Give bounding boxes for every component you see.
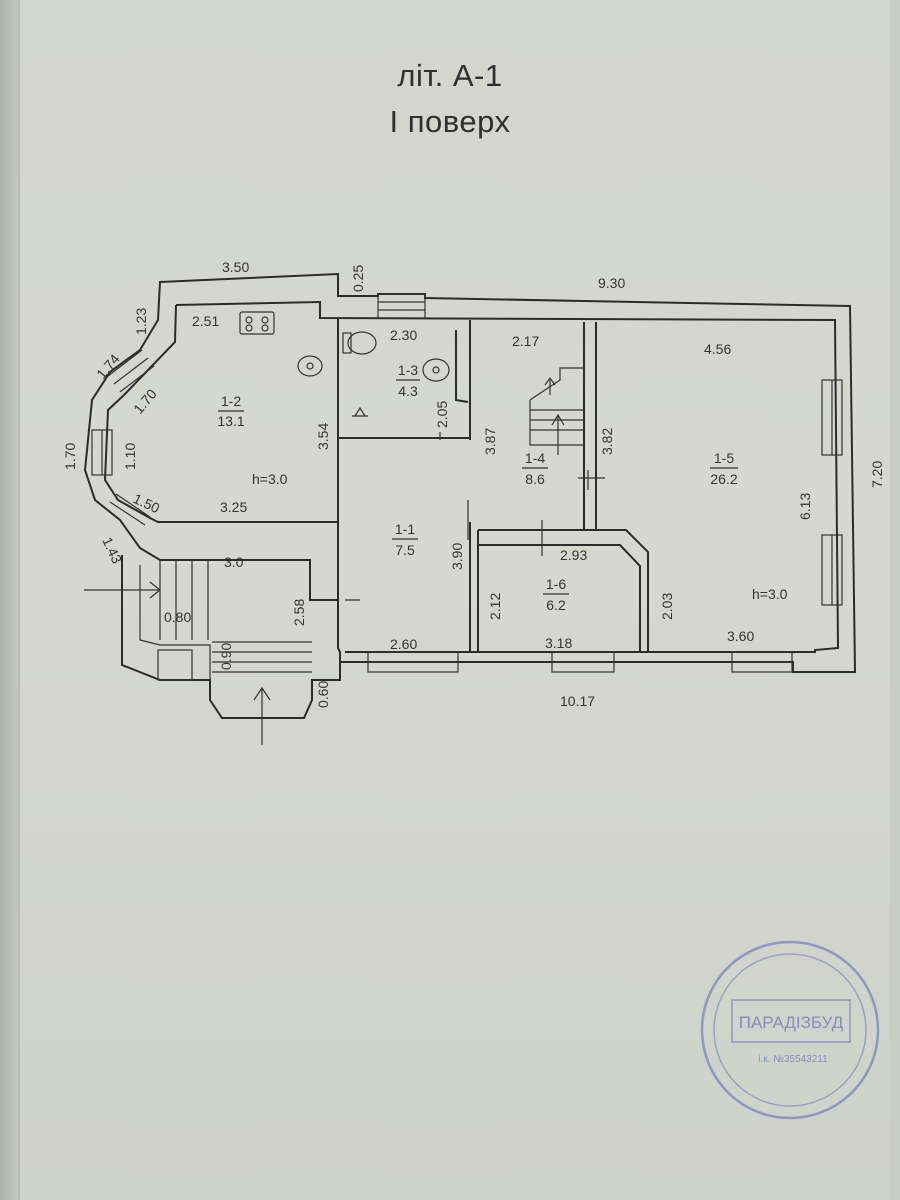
company-stamp: ПАРАДІЗБУД і.к. №35543211 (700, 940, 880, 1120)
room-1-5-number: 1-5 (714, 450, 734, 466)
room-1-4-number: 1-4 (525, 450, 545, 466)
dim-2-51: 2.51 (192, 313, 219, 329)
dim-0-60: 0.60 (315, 681, 331, 708)
room-1-1-area: 7.5 (395, 542, 415, 558)
dim-2-17: 2.17 (512, 333, 539, 349)
dim-6-13: 6.13 (797, 493, 813, 520)
dim-3-25: 3.25 (220, 499, 247, 515)
dim-3-54: 3.54 (315, 423, 331, 450)
dim-1-23: 1.23 (133, 308, 149, 335)
stamp-code: і.к. №35543211 (758, 1054, 828, 1065)
dim-2-60: 2.60 (390, 636, 417, 652)
entrance-stairs (84, 555, 341, 745)
plan-title: літ. А-1 (397, 58, 503, 93)
toilet-icon (347, 331, 377, 355)
windows (91, 293, 843, 673)
room-1-2-number: 1-2 (221, 393, 241, 409)
dim-1-70-inner: 1.70 (130, 386, 160, 417)
room-labels: 1-2 13.1 h=3.0 1-3 4.3 1-4 8.6 1-5 26.2 … (217, 362, 787, 613)
washbasin-icon (422, 358, 450, 382)
floor-title: І поверх (389, 104, 511, 139)
room-1-2-area: 13.1 (217, 413, 244, 429)
dim-3-82: 3.82 (599, 428, 615, 455)
room-1-4-area: 8.6 (525, 471, 545, 487)
dim-9-30: 9.30 (598, 275, 625, 291)
dim-0-25: 0.25 (350, 265, 366, 292)
interior-walls (337, 318, 649, 652)
dim-2-03: 2.03 (659, 593, 675, 620)
room-1-3-area: 4.3 (398, 383, 418, 399)
internal-staircase (529, 367, 584, 455)
dim-3-50: 3.50 (222, 259, 249, 275)
dim-1-70-outer: 1.70 (62, 443, 78, 470)
sink-icon (297, 355, 323, 377)
room-1-2-height: h=3.0 (252, 471, 288, 487)
dim-10-17: 10.17 (560, 693, 595, 709)
dim-3-0: 3.0 (224, 554, 244, 570)
shower-icon (352, 406, 368, 417)
room-1-6-number: 1-6 (546, 576, 566, 592)
room-1-6-area: 6.2 (546, 597, 566, 613)
dim-4-56: 4.56 (704, 341, 731, 357)
stamp-name: ПАРАДІЗБУД (739, 1013, 844, 1032)
dim-0-80: 0.80 (164, 609, 191, 625)
dim-3-90: 3.90 (449, 543, 465, 570)
dim-2-58: 2.58 (291, 599, 307, 626)
dim-2-93: 2.93 (560, 547, 587, 563)
dim-0-90: 0.90 (218, 643, 234, 670)
page-binding-edge (0, 0, 18, 1200)
dim-2-12: 2.12 (487, 593, 503, 620)
dim-1-10: 1.10 (122, 443, 138, 470)
room-1-1-number: 1-1 (395, 521, 415, 537)
dim-1-50: 1.50 (131, 490, 163, 516)
dim-3-60: 3.60 (727, 628, 754, 644)
doors (345, 432, 605, 601)
dim-7-20: 7.20 (869, 461, 885, 488)
dimension-labels: 3.50 0.25 9.30 1.23 2.51 2.30 2.17 4.56 … (62, 259, 885, 709)
room-1-5-area: 26.2 (710, 471, 737, 487)
toilet-tank-icon (342, 332, 352, 354)
fixtures (239, 311, 450, 417)
stove-icon (239, 311, 275, 335)
room-1-5-height: h=3.0 (752, 586, 788, 602)
dim-2-05: 2.05 (434, 401, 450, 428)
dim-3-87: 3.87 (482, 428, 498, 455)
room-1-3-number: 1-3 (398, 362, 418, 378)
dim-3-18: 3.18 (545, 635, 572, 651)
dim-2-30: 2.30 (390, 327, 417, 343)
